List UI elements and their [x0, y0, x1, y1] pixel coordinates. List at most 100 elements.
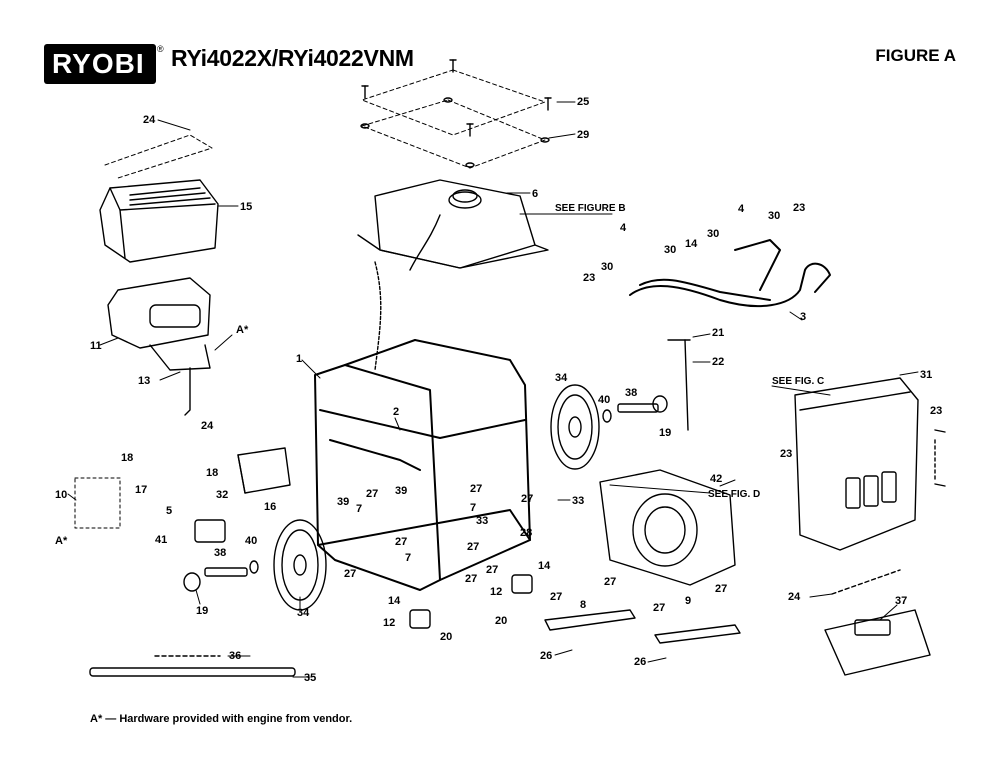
callout-7c: 7: [405, 552, 411, 564]
handle: [629, 239, 831, 307]
callout-27k: 27: [653, 602, 665, 614]
registered-mark: ®: [157, 44, 164, 54]
callout-14a: 14: [685, 238, 698, 250]
callout-42: 42: [710, 473, 722, 485]
callout-30d: 30: [601, 261, 613, 273]
leader-lines: [67, 101, 919, 678]
screws-top: [360, 59, 552, 168]
callout-4a: 4: [738, 203, 745, 215]
top-panel-hardware-25: [361, 69, 546, 169]
ref-figure-b: SEE FIGURE B: [555, 203, 626, 214]
callout-23a: 23: [793, 202, 805, 214]
callout-7a: 7: [356, 503, 362, 515]
callout-12a: 12: [383, 617, 395, 629]
callout-22: 22: [712, 356, 724, 368]
callout-25: 25: [577, 96, 589, 108]
callout-38b: 38: [214, 547, 226, 559]
callout-37: 37: [895, 595, 907, 607]
callout-27i: 27: [550, 591, 562, 603]
callout-26a: 26: [540, 650, 552, 662]
callout-20b: 20: [495, 615, 507, 627]
callout-34b: 34: [297, 607, 310, 619]
callout-16: 16: [264, 501, 276, 513]
callout-27c: 27: [521, 493, 533, 505]
inverter-module: [824, 609, 931, 676]
callout-18a: 18: [121, 452, 133, 464]
callout-27f: 27: [344, 568, 356, 580]
callout-A2: A*: [55, 535, 68, 547]
ref-fig-c: SEE FIG. C: [772, 376, 824, 387]
callout-17: 17: [135, 484, 147, 496]
callout-23c: 23: [930, 405, 942, 417]
callout-23d: 23: [780, 448, 792, 460]
inverter-dashline: [831, 569, 901, 595]
callout-27e: 27: [467, 541, 479, 553]
main-frame: [314, 339, 531, 591]
callout-3: 3: [800, 311, 806, 323]
callout-15: 15: [240, 201, 252, 213]
mount-12-right: [511, 574, 533, 594]
air-filter-cover: [99, 179, 219, 263]
callout-8: 8: [580, 599, 586, 611]
bracket-9: [654, 624, 741, 644]
mount-12-left: [409, 609, 431, 629]
rod-35: [89, 667, 296, 677]
callout-40a: 40: [598, 394, 610, 406]
callout-33b: 33: [572, 495, 584, 507]
callout-39b: 39: [395, 485, 407, 497]
callout-32: 32: [216, 489, 228, 501]
wheel-right: [550, 384, 600, 470]
callout-29: 29: [577, 129, 589, 141]
callout-labels: 25 29 24 15 6 SEE FIGURE B 11 A* 13 1 2 …: [55, 96, 942, 684]
ryobi-logo: [44, 44, 156, 84]
callout-19a: 19: [659, 427, 671, 439]
callout-39a: 39: [337, 496, 349, 508]
air-filter-screws-24: [104, 134, 213, 179]
callout-9: 9: [685, 595, 691, 607]
callout-10: 10: [55, 489, 67, 501]
callout-26b: 26: [634, 656, 646, 668]
callout-2: 2: [393, 406, 399, 418]
dipstick-22: [684, 339, 689, 431]
callout-27l: 27: [715, 583, 727, 595]
callout-13: 13: [138, 375, 150, 387]
callout-33a: 33: [476, 515, 488, 527]
callout-6: 6: [532, 188, 538, 200]
callout-28: 28: [520, 527, 532, 539]
callout-7b: 7: [470, 502, 476, 514]
callout-12b: 12: [490, 586, 502, 598]
callout-38a: 38: [625, 387, 637, 399]
footnote: A* — Hardware provided with engine from …: [90, 713, 353, 725]
callout-35: 35: [304, 672, 316, 684]
callout-27a: 27: [366, 488, 378, 500]
group-10-box: [74, 477, 121, 529]
callout-5: 5: [166, 505, 172, 517]
callout-23b: 23: [583, 272, 595, 284]
callout-18b: 18: [206, 467, 218, 479]
callout-24c: 24: [788, 591, 801, 603]
callout-24a: 24: [143, 114, 156, 126]
brand-name: RYOBI: [52, 48, 145, 79]
callout-20a: 20: [440, 631, 452, 643]
callout-31: 31: [920, 369, 932, 381]
ref-fig-d: SEE FIG. D: [708, 489, 760, 500]
callout-14b: 14: [538, 560, 551, 572]
callout-34a: 34: [555, 372, 568, 384]
axle-hub-right: [602, 395, 668, 423]
bracket-8: [544, 609, 636, 631]
callout-27h: 27: [486, 564, 498, 576]
figure-label: FIGURE A: [875, 46, 956, 65]
callout-24b: 24: [201, 420, 214, 432]
engine: [599, 469, 736, 586]
callout-14c: 14: [388, 595, 401, 607]
solenoid: [194, 519, 226, 543]
battery-box: [237, 447, 291, 494]
callout-30c: 30: [664, 244, 676, 256]
model-title: RYi4022X/RYi4022VNM: [171, 45, 414, 71]
callout-36: 36: [229, 650, 241, 662]
callout-19b: 19: [196, 605, 208, 617]
fuel-tank: [357, 179, 549, 371]
callout-27g: 27: [465, 573, 477, 585]
callout-A1: A*: [236, 324, 249, 336]
